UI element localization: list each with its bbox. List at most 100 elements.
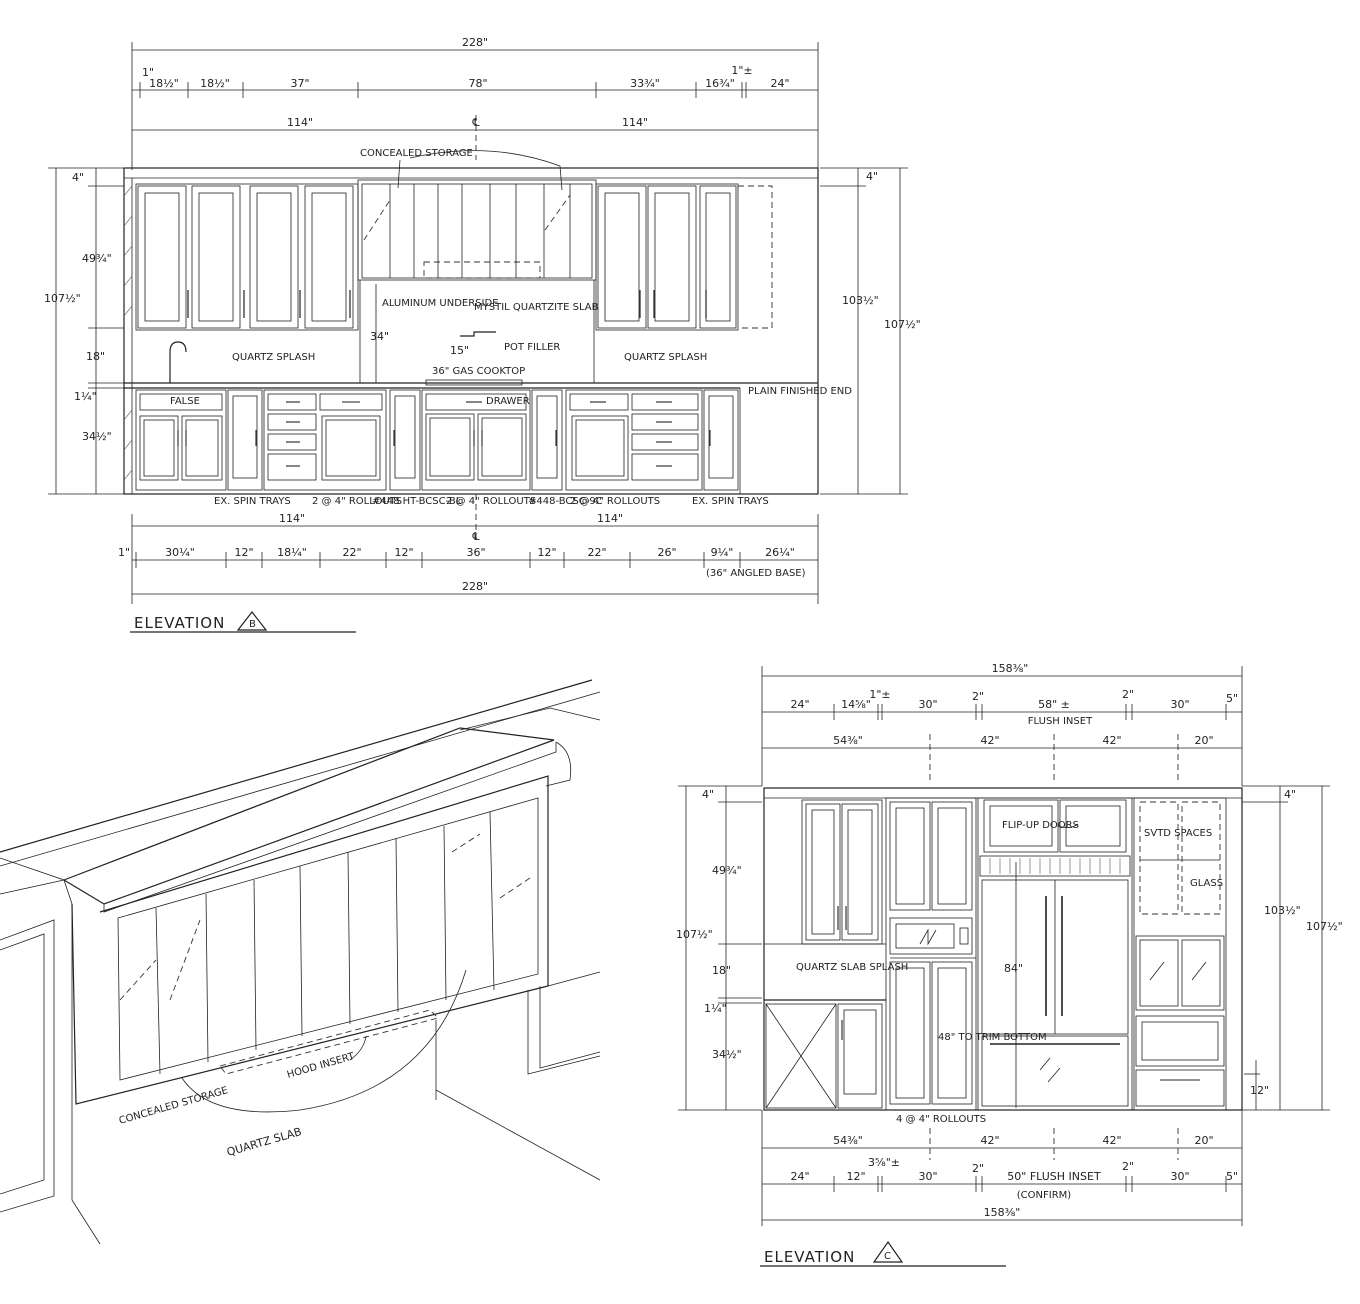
elev-c-bseg-1: 12" bbox=[846, 1170, 865, 1183]
elev-b-top-seg-4: 78" bbox=[468, 77, 487, 90]
elev-c-right-dimensions: 4" 103½" 107½" 12" bbox=[1242, 785, 1343, 1111]
elev-b-top-seg-0: 1" bbox=[142, 66, 154, 79]
elev-b-bot-seg-5: 12" bbox=[394, 546, 413, 559]
elev-c-h-0: 4" bbox=[702, 788, 714, 801]
elev-b-bot-seg-2: 12" bbox=[234, 546, 253, 559]
elev-c-left-dimensions: 4" 49¾" 18" 1¼" 34½" 107½" bbox=[676, 785, 762, 1111]
elev-b-bottom-half-right: 114" bbox=[597, 512, 623, 525]
elev-b-bottom-centerline: ℄ bbox=[471, 530, 479, 543]
iso-quartz-slab: QUARTZ SLAB bbox=[225, 1125, 303, 1159]
elevation-c: 158⅜" 24" 14⅝" 1"± 30" 2" 58" ± 2" 30" 5… bbox=[676, 662, 1343, 1267]
isometric-hood-view: CONCEALED STORAGE HOOD INSERT QUARTZ SLA… bbox=[0, 679, 601, 1245]
elev-c-bottom-dimensions: 54⅜" 42" 42" 20" 24" 12" 3⅝"± 30" 2" 50"… bbox=[761, 1110, 1243, 1226]
elev-b-cabinet-run: 34" bbox=[123, 167, 819, 495]
elev-b-bottom-half-left: 114" bbox=[279, 512, 305, 525]
elev-b-right-total: 107½" bbox=[884, 318, 921, 331]
elev-b-centerline: ℄ bbox=[471, 116, 479, 129]
elev-c-top-seg-7: 30" bbox=[1170, 698, 1189, 711]
elev-c-right-top: 4" bbox=[1284, 788, 1296, 801]
elevation-b: 228" 1" 18½" 18½" 37" 78" 33¾" 16¾" 1"± … bbox=[44, 36, 921, 633]
elev-b-right-dimensions: 4" 103½" 107½" bbox=[820, 167, 921, 495]
note-c-quartz-splash: QUARTZ SLAB SPLASH bbox=[796, 962, 908, 973]
note-b-aluminum: ALUMINUM UNDERSIDE bbox=[382, 298, 499, 309]
elev-c-top-seg-4: 2" bbox=[972, 690, 984, 703]
note-b-cooktop: 36" GAS COOKTOP bbox=[432, 366, 525, 377]
elev-c-h-2: 18" bbox=[712, 964, 731, 977]
elev-b-top-seg-5: 33¾" bbox=[630, 77, 660, 90]
elev-c-right-total: 107½" bbox=[1306, 920, 1343, 933]
elev-b-top-seg-7: 1"± bbox=[731, 64, 752, 77]
elev-b-h-2: 18" bbox=[86, 350, 105, 363]
elev-b-bottom-note: (36" ANGLED BASE) bbox=[706, 568, 806, 579]
elev-b-marker: B bbox=[249, 619, 256, 630]
note-b-drawer: DRAWER bbox=[486, 396, 530, 407]
elev-b-right-mid: 103½" bbox=[842, 294, 879, 307]
elev-b-left-total: 107½" bbox=[44, 292, 81, 305]
elev-c-top-seg-1: 14⅝" bbox=[841, 698, 871, 711]
elev-c-right-base: 12" bbox=[1250, 1084, 1269, 1097]
elev-c-bseg-2: 3⅝"± bbox=[868, 1156, 900, 1169]
elev-c-title: ELEVATION C bbox=[760, 1240, 1006, 1267]
elev-b-right-top: 4" bbox=[866, 170, 878, 183]
elev-b-top-seg-8: 24" bbox=[770, 77, 789, 90]
elev-c-left-total: 107½" bbox=[676, 928, 713, 941]
elev-b-annotations: CONCEALED STORAGE ALUMINUM UNDERSIDE MYS… bbox=[170, 148, 852, 507]
elev-b-h-3: 1¼" bbox=[74, 390, 97, 403]
elev-c-fridge-height: 84" bbox=[1004, 962, 1023, 975]
elev-b-top-dimensions: 228" 1" 18½" 18½" 37" 78" 33¾" 16¾" 1"± … bbox=[131, 36, 819, 170]
note-c-flip-up: FLIP-UP DOORS bbox=[1002, 820, 1079, 831]
elev-c-right-mid: 103½" bbox=[1264, 904, 1301, 917]
elev-b-h-1: 49¾" bbox=[82, 252, 112, 265]
elev-c-annotations: FLIP-UP DOORS SVTD SPACES GLASS QUARTZ S… bbox=[796, 820, 1223, 1125]
elev-b-bot-seg-8: 22" bbox=[587, 546, 606, 559]
note-b-false: FALSE bbox=[170, 396, 200, 407]
elev-c-bmid-0: 54⅜" bbox=[833, 1134, 863, 1147]
note-b-rollouts-3: 2 @ 4" ROLLOUTS bbox=[570, 496, 660, 507]
elev-b-bot-seg-11: 26¼" bbox=[765, 546, 795, 559]
elev-c-flush-inset: FLUSH INSET bbox=[1028, 716, 1093, 727]
note-b-pot-filler: POT FILLER bbox=[504, 342, 560, 353]
elev-c-bmid-2: 42" bbox=[1102, 1134, 1121, 1147]
elev-b-bot-seg-10: 9¼" bbox=[711, 546, 734, 559]
elev-c-bseg-6: 2" bbox=[1122, 1160, 1134, 1173]
elev-c-h-3: 1¼" bbox=[704, 1002, 727, 1015]
elev-c-bseg-5: 50" FLUSH INSET bbox=[1007, 1170, 1101, 1183]
elev-b-top-seg-6: 16¾" bbox=[705, 77, 735, 90]
elev-c-top-dimensions: 158⅜" 24" 14⅝" 1"± 30" 2" 58" ± 2" 30" 5… bbox=[761, 662, 1243, 786]
note-b-mystil: MYSTIL QUARTZITE SLAB bbox=[474, 302, 599, 313]
note-c-glass: GLASS bbox=[1190, 878, 1223, 889]
elev-c-confirm: (CONFIRM) bbox=[1017, 1190, 1072, 1201]
elev-c-mid-seg-1: 42" bbox=[980, 734, 999, 747]
elev-b-bot-seg-6: 36" bbox=[466, 546, 485, 559]
elev-b-left-dimensions: 4" 49¾" 18" 1¼" 34½" 107½" bbox=[44, 167, 124, 495]
elev-c-mid-seg-0: 54⅜" bbox=[833, 734, 863, 747]
elev-c-mid-seg-2: 42" bbox=[1102, 734, 1121, 747]
elev-c-cabinet-run: 84" bbox=[763, 787, 1243, 1111]
elev-c-bmid-3: 20" bbox=[1194, 1134, 1213, 1147]
elev-b-h-0: 4" bbox=[72, 171, 84, 184]
note-c-trim: 48" TO TRIM BOTTOM bbox=[938, 1032, 1047, 1043]
elev-c-bseg-0: 24" bbox=[790, 1170, 809, 1183]
note-b-code-1: #448 HT-BCSC-BL bbox=[372, 496, 462, 507]
elev-b-top-overall: 228" bbox=[462, 36, 488, 49]
elev-c-top-seg-0: 24" bbox=[790, 698, 809, 711]
elev-b-h-4: 34½" bbox=[82, 430, 112, 443]
note-b-rollouts-1: 2 @ 4" ROLLOUTS bbox=[312, 496, 402, 507]
elev-b-hood-height: 34" bbox=[370, 330, 389, 343]
elev-c-bseg-7: 30" bbox=[1170, 1170, 1189, 1183]
note-b-plain-end: PLAIN FINISHED END bbox=[748, 386, 852, 397]
note-b-splash-right: QUARTZ SPLASH bbox=[624, 352, 707, 363]
note-c-rollouts: 4 @ 4" ROLLOUTS bbox=[896, 1114, 986, 1125]
elev-c-h-1: 49¾" bbox=[712, 864, 742, 877]
elev-b-half-left: 114" bbox=[287, 116, 313, 129]
note-b-splash-left: QUARTZ SPLASH bbox=[232, 352, 315, 363]
elev-c-h-4: 34½" bbox=[712, 1048, 742, 1061]
note-b-pot-filler-height: 15" bbox=[450, 344, 469, 357]
elev-c-top-seg-6: 2" bbox=[1122, 688, 1134, 701]
elev-b-bottom-dimensions: 114" 114" ℄ 1" 30¼" 12" 18¼" 22" 12" 36"… bbox=[118, 494, 819, 604]
elev-b-title-text: ELEVATION bbox=[134, 614, 225, 632]
elev-b-bot-seg-3: 18¼" bbox=[277, 546, 307, 559]
note-b-code-2: #448-BCSC-9C bbox=[528, 496, 603, 507]
elev-b-bottom-overall: 228" bbox=[462, 580, 488, 593]
elev-c-bseg-8: 5" bbox=[1226, 1170, 1238, 1183]
